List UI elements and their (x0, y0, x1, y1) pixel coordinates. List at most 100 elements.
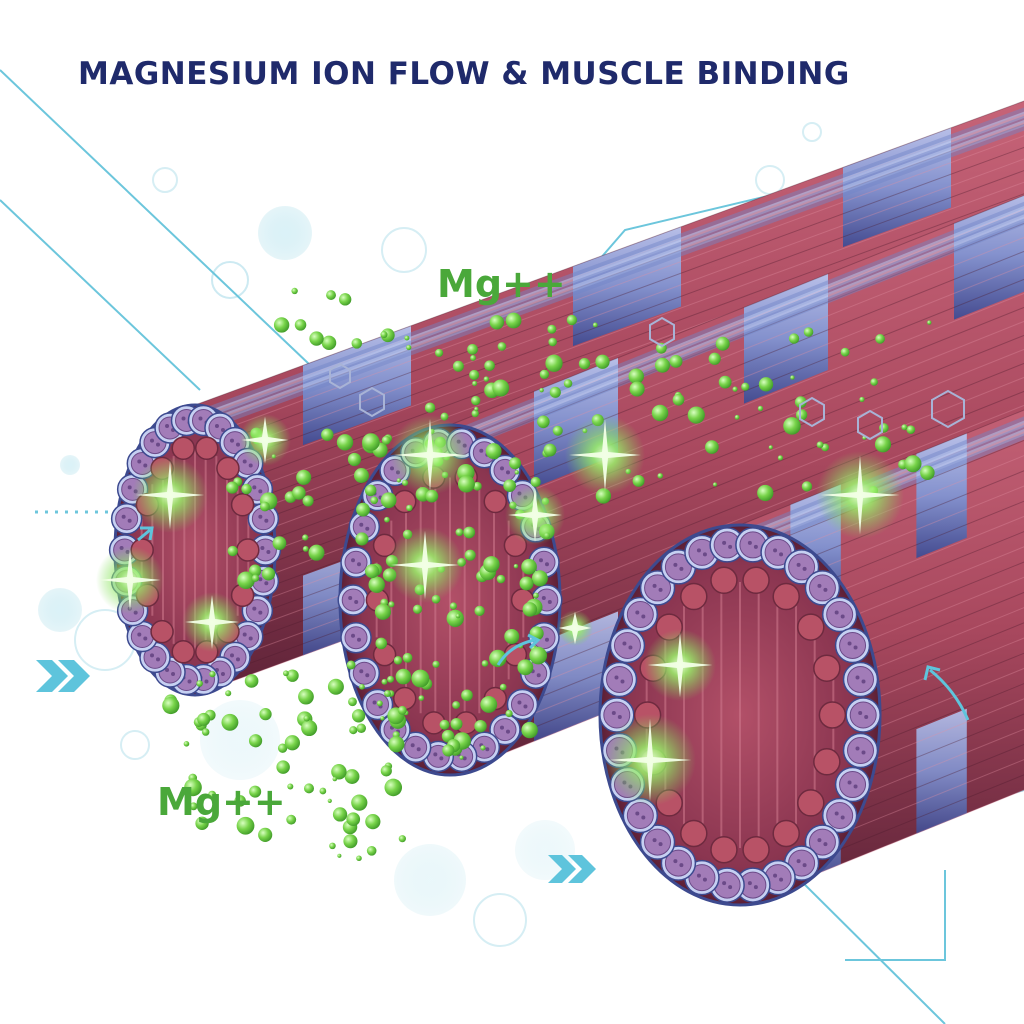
magnesium-ion (651, 404, 669, 422)
sparkle-icon (182, 592, 242, 652)
magnesium-ion (241, 483, 252, 495)
magnesium-ion (411, 669, 430, 688)
magnesium-ion (906, 425, 916, 434)
magnesium-ion (356, 723, 367, 733)
magnesium-ion (708, 352, 721, 365)
magnesium-ion (483, 376, 490, 382)
magnesium-ion (366, 845, 377, 856)
magnesium-ion (380, 716, 385, 721)
magnesium-ion (248, 734, 263, 748)
magnesium-ion (816, 441, 824, 449)
magnesium-ion (249, 785, 262, 798)
magnesium-ion (332, 807, 348, 822)
magnesium-ion (537, 415, 550, 429)
magnesium-ion (732, 386, 738, 392)
magnesium-ion (331, 764, 347, 780)
magnesium-ion (474, 719, 487, 733)
magnesium-ion (539, 369, 550, 379)
magnesium-ion (301, 719, 318, 737)
magnesium-ion (365, 814, 381, 830)
magnesium-ion (406, 504, 413, 512)
curved-arrow-icon (137, 526, 970, 721)
magnesium-ion (351, 338, 363, 349)
magnesium-ion (209, 670, 216, 678)
magnesium-ion (503, 479, 516, 492)
magnesium-ion (539, 387, 544, 393)
sparkle-icon (557, 610, 593, 646)
magnesium-ion (329, 842, 336, 850)
magnesium-ion (705, 440, 719, 454)
magnesium-ion (461, 689, 473, 702)
magnesium-ion (455, 613, 461, 619)
magnesium-ion (189, 802, 198, 811)
sparkle-icon (132, 457, 208, 533)
magnesium-ion (514, 470, 519, 475)
magnesium-ion (370, 496, 379, 505)
magnesium-ion (251, 574, 260, 582)
magnesium-ion (870, 378, 878, 386)
magnesium-ion (406, 344, 412, 351)
magnesium-ion (496, 574, 506, 584)
magnesium-ion (398, 835, 406, 843)
magnesium-ion (374, 603, 391, 620)
magnesium-ion (309, 331, 324, 346)
binding-glows (96, 414, 904, 806)
magnesium-ion (284, 735, 300, 751)
magnesium-ion (208, 790, 217, 799)
diagram-title: MAGNESIUM ION FLOW & MUSCLE BINDING (78, 56, 850, 92)
magnesium-ion (522, 602, 538, 617)
magnesium-ion (531, 570, 548, 587)
magnesium-ion (758, 377, 774, 392)
magnesium-ion (362, 433, 380, 451)
magnesium-ion (348, 697, 357, 707)
magnesium-ion (452, 360, 464, 372)
magnesium-ion (236, 816, 255, 835)
magnesium-ion (592, 322, 598, 328)
magnesium-ion (687, 406, 705, 424)
magnesium-ion (859, 396, 865, 403)
magnesium-ion (364, 484, 377, 497)
sparkle-icon (644, 629, 716, 701)
magnesium-ion (549, 386, 561, 398)
hexagon-icon (329, 316, 965, 441)
magnesium-ion (244, 674, 259, 688)
magnesium-ion (376, 700, 383, 707)
magnesium-ion (277, 743, 288, 753)
magnesium-ion (393, 656, 403, 665)
magnesium-ion (308, 544, 325, 561)
magnesium-ion (397, 705, 407, 715)
magnesium-ion (303, 783, 314, 794)
magnesium-ion (481, 660, 489, 667)
magnesium-ion (801, 481, 813, 492)
magnesium-ion (384, 778, 403, 797)
magnesium-ion (326, 290, 336, 301)
magnesium-ion (351, 794, 368, 811)
magnesium-ion (424, 402, 436, 413)
magnesium-ion (286, 814, 297, 825)
magnesium-ion (504, 628, 520, 644)
magnesium-ion (474, 406, 479, 412)
magnesium-ion (296, 469, 312, 485)
magnesium-ion (757, 484, 774, 502)
magnesium-ion (628, 368, 644, 384)
magnesium-ion (432, 660, 440, 668)
magnesium-ion (404, 335, 410, 341)
magnesium-ion (302, 534, 309, 541)
magnesium-ion (552, 425, 563, 436)
magnesium-ion (471, 395, 481, 406)
muscle-bundle-right (598, 409, 1024, 907)
magnesium-ion (879, 423, 889, 433)
magnesium-ion (489, 315, 505, 330)
magnesium-ion (184, 778, 202, 797)
magnesium-ion (492, 379, 510, 397)
magnesium-ion (286, 669, 299, 682)
magnesium-ion (249, 564, 262, 577)
magnesium-ion (472, 380, 478, 387)
magnesium-ion (783, 417, 801, 435)
magnesium-ion (258, 827, 273, 842)
magnesium-ion (795, 409, 808, 421)
magnesium-ion (840, 347, 850, 357)
magnesium-ion (319, 787, 327, 795)
magnesium-ion (183, 741, 190, 747)
